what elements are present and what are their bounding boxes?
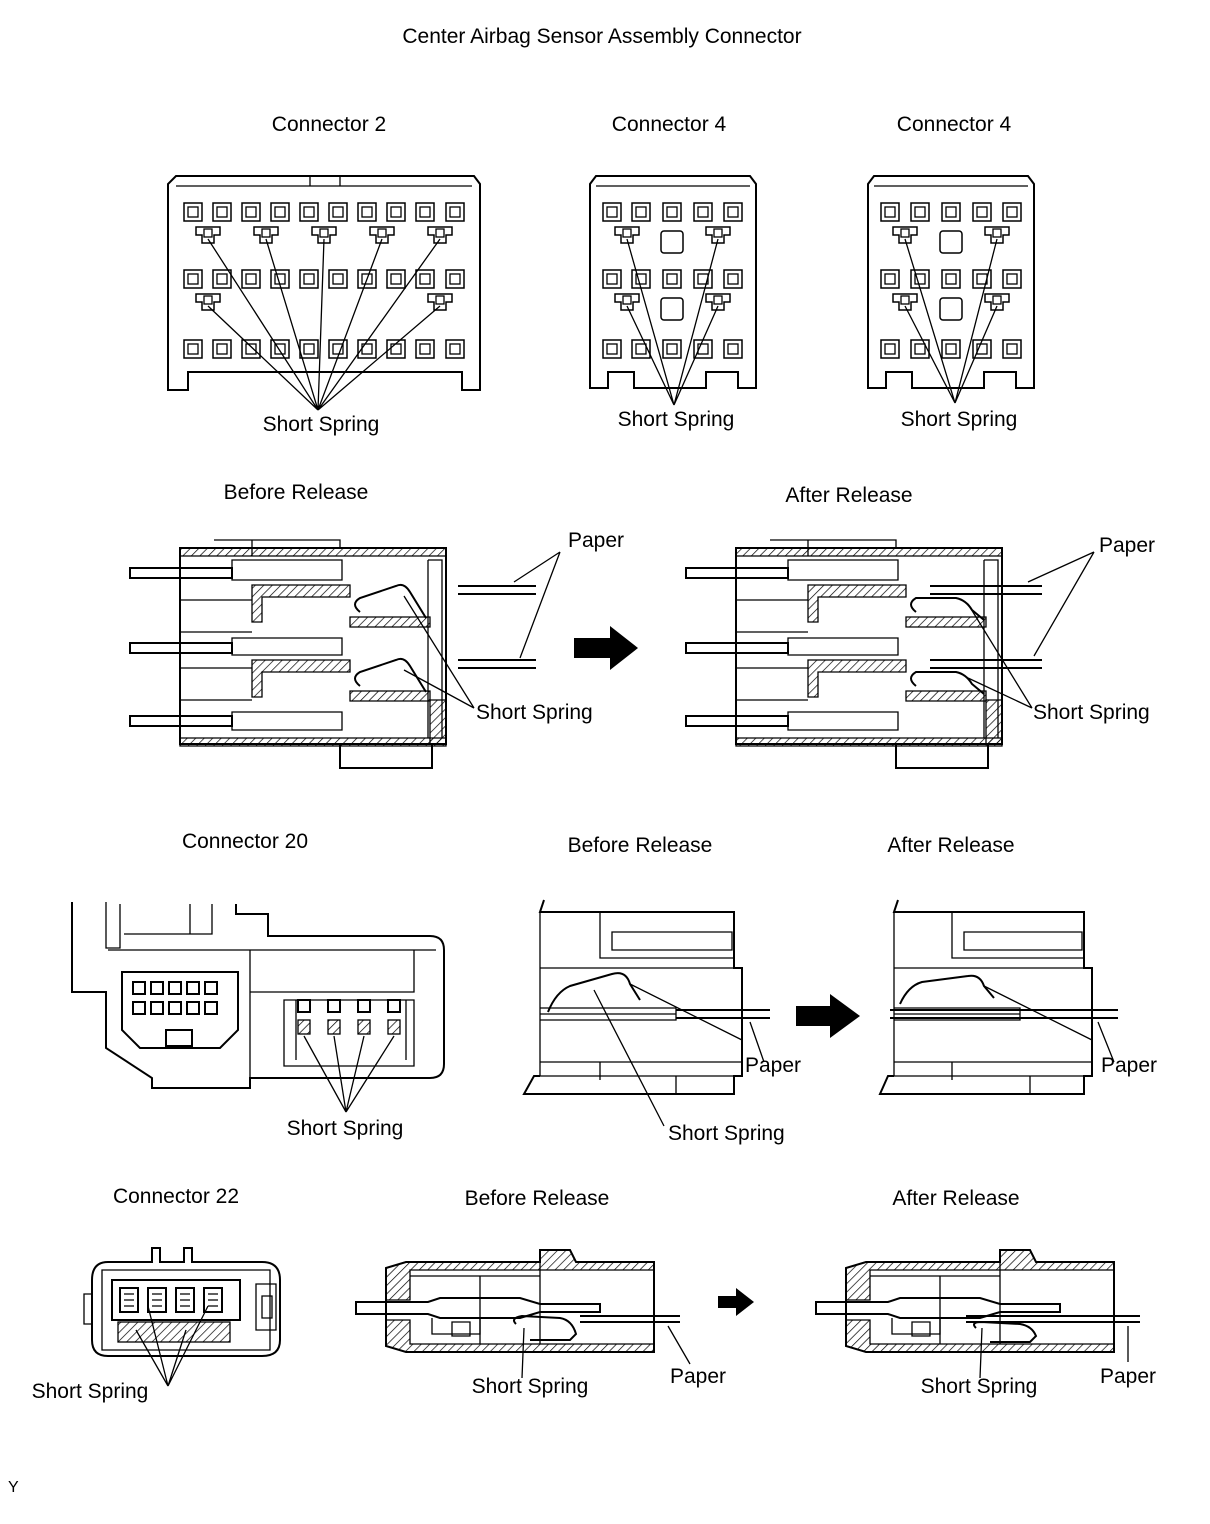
section3-before-title: Before Release — [568, 834, 713, 857]
section4-after-title: After Release — [892, 1187, 1019, 1210]
connector-4a-spring-label: Short Spring — [618, 408, 735, 431]
section3-after-paper-label: Paper — [1101, 1054, 1157, 1077]
connector-4b-face: Connector 4 Short Spring — [867, 113, 1035, 431]
section2-after-release: After Release Paper Short Spring — [685, 484, 1155, 769]
section2-after-title: After Release — [785, 484, 912, 507]
section4-before-release: Before Release Short Spring Paper — [355, 1187, 726, 1398]
section4-after-spring-label: Short Spring — [921, 1375, 1038, 1398]
section4-before-paper-label: Paper — [670, 1365, 726, 1388]
section3-before-paper-label: Paper — [745, 1054, 801, 1077]
section2-after-paper-label: Paper — [1099, 534, 1155, 557]
section2-before-spring-label: Short Spring — [476, 701, 593, 724]
section4-before-title: Before Release — [465, 1187, 610, 1210]
page-title: Center Airbag Sensor Assembly Connector — [402, 25, 801, 48]
connector-4b-spring-label: Short Spring — [901, 408, 1018, 431]
connector-2-spring-label: Short Spring — [263, 413, 380, 436]
section2-before-release: Before Release Paper Short Spring — [129, 481, 624, 769]
section2-arrow — [574, 626, 638, 670]
section4-after-paper-label: Paper — [1100, 1365, 1156, 1388]
section4-before-spring-label: Short Spring — [472, 1375, 589, 1398]
connector-2-title: Connector 2 — [272, 113, 386, 136]
section2-after-spring-label: Short Spring — [1033, 701, 1150, 724]
section4-after-release: After Release Short Spring Paper — [815, 1187, 1156, 1398]
section3-before-release: Before Release Paper Short Spring — [522, 834, 801, 1145]
connector-4b-title: Connector 4 — [897, 113, 1012, 136]
connector-20-spring-label: Short Spring — [287, 1117, 404, 1140]
section2-before-title: Before Release — [224, 481, 369, 504]
section2-before-paper-label: Paper — [568, 529, 624, 552]
connector-22-title: Connector 22 — [113, 1185, 239, 1208]
connector-4a-face: Connector 4 Short Spring — [589, 113, 757, 431]
connector-2-face: Connector 2 Short Spring — [167, 113, 481, 436]
connector-20-title: Connector 20 — [182, 830, 308, 853]
connector-4a-title: Connector 4 — [612, 113, 727, 136]
section4-arrow — [718, 1288, 754, 1316]
connector-22-spring-label: Short Spring — [32, 1380, 149, 1403]
connector-22-view: Connector 22 Short Spring — [32, 1185, 281, 1403]
connector-20-view: Connector 20 Short Spring — [71, 830, 445, 1140]
figure-code: Y — [8, 1479, 19, 1496]
section3-after-release: After Release Paper — [878, 834, 1157, 1095]
section3-before-spring-label: Short Spring — [668, 1122, 785, 1145]
section3-arrow — [796, 994, 860, 1038]
section3-after-title: After Release — [887, 834, 1014, 857]
